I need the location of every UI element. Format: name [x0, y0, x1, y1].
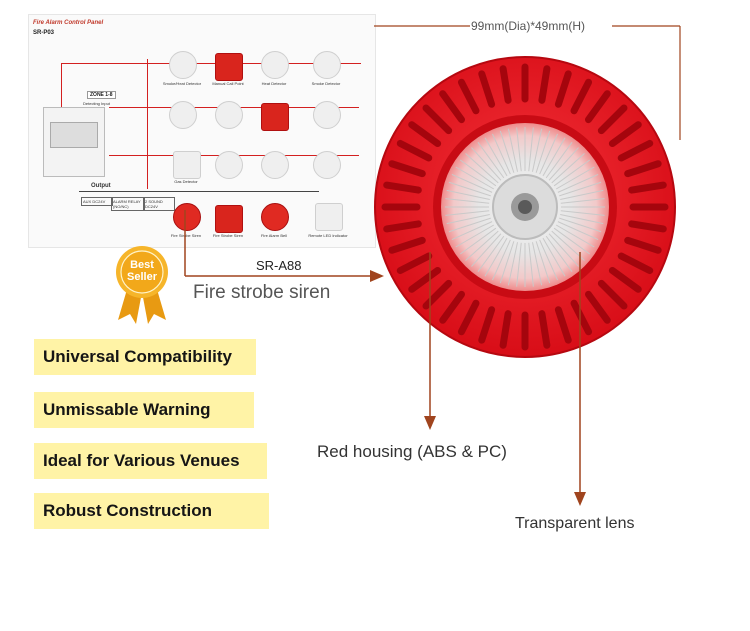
fire-strobe-siren-icon	[173, 203, 201, 231]
gas-detector-icon	[173, 151, 201, 179]
heat-detector-icon	[261, 51, 289, 79]
diagram-output-relay: ALARM RELAY (NO/NC)	[111, 197, 145, 211]
smoke-detector-icon	[313, 51, 341, 79]
manual-call-point-icon	[261, 103, 289, 131]
diagram-detecting-input: Detecting Input	[83, 101, 110, 106]
dimensions-label: 99mm(Dia)*49mm(H)	[471, 19, 586, 33]
smoke-detector-icon	[215, 151, 243, 179]
smoke-detector-icon	[313, 151, 341, 179]
smoke-heat-detector-icon	[313, 101, 341, 129]
caption-smoke-heat: Smoke/Heat Detector	[162, 81, 202, 86]
badge-line-2: Seller	[127, 271, 157, 283]
product-code: SR-A88	[256, 258, 302, 273]
feature-ideal-venues: Ideal for Various Venues	[34, 443, 267, 479]
caption-led: Remote LED Indicator	[308, 233, 348, 238]
best-seller-badge: Best Seller	[114, 246, 170, 324]
heat-detector-icon	[261, 151, 289, 179]
caption-heat: Heat Detector	[261, 81, 287, 86]
siren-product-image	[374, 56, 676, 358]
badge-line-1: Best	[130, 259, 154, 271]
caption-gas: Gas Detector	[174, 179, 198, 184]
feature-robust-construction: Robust Construction	[34, 493, 269, 529]
smoke-detector-icon	[215, 101, 243, 129]
diagram-output-aux: AUX DC24V	[81, 197, 113, 206]
feature-unmissable-warning: Unmissable Warning	[34, 392, 254, 428]
manual-call-point-icon	[215, 53, 243, 81]
feature-universal-compatibility: Universal Compatibility	[34, 339, 256, 375]
product-name: Fire strobe siren	[193, 282, 331, 303]
diagram-zone-label: ZONE 1-8	[87, 91, 116, 99]
diagram-title: Fire Alarm Control Panel	[33, 20, 104, 26]
diagram-output-label: Output	[91, 183, 111, 189]
lens-callout-label: Transparent lens	[515, 515, 635, 532]
remote-led-indicator-icon	[315, 203, 343, 231]
caption-bell: Fire Alarm Bell	[260, 233, 287, 238]
caption-siren-1: Fire Strobe Siren	[170, 233, 202, 238]
fire-alarm-bell-icon	[261, 203, 289, 231]
fire-strobe-siren-icon	[215, 205, 243, 233]
caption-manual-call: Manual Call Point	[212, 81, 244, 86]
diagram-output-sound: 2 SOUND DC24V	[143, 197, 175, 211]
smoke-heat-detector-icon	[169, 51, 197, 79]
control-panel-device	[43, 107, 105, 177]
badge-ribbon-icon	[116, 246, 168, 324]
heat-detector-icon	[169, 101, 197, 129]
housing-callout-label: Red housing (ABS & PC)	[317, 442, 507, 461]
caption-siren-2: Fire Strobe Siren	[212, 233, 244, 238]
caption-smoke: Smoke Detector	[311, 81, 341, 86]
diagram-code: SR-P03	[33, 30, 55, 36]
wiring-diagram: Fire Alarm Control Panel SR-P03 Fire Ala…	[28, 14, 376, 248]
